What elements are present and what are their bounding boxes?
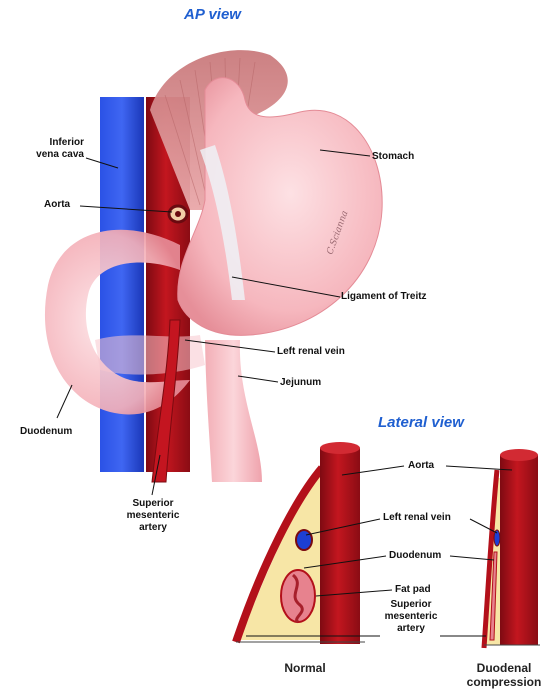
label-ligament-of-treitz: Ligament of Treitz bbox=[341, 291, 427, 303]
label-ivc-line1: Inferior bbox=[20, 137, 84, 149]
ivc-vessel bbox=[100, 97, 144, 472]
label-jejunum: Jejunum bbox=[280, 377, 321, 389]
lateral-view-title: Lateral view bbox=[378, 414, 464, 431]
label-sma-line2: mesenteric bbox=[120, 510, 186, 522]
lat-label-fat-pad: Fat pad bbox=[395, 584, 431, 596]
lat-label-aorta: Aorta bbox=[408, 460, 434, 472]
label-sma-line1: Superior bbox=[120, 498, 186, 510]
jejunum-leader bbox=[238, 376, 278, 382]
lat-label-sma-line3: artery bbox=[380, 623, 442, 635]
normal-aorta bbox=[320, 448, 360, 644]
caption-compression: Duodenal compression bbox=[456, 661, 552, 689]
caption-compression-line1: Duodenal bbox=[456, 661, 552, 675]
label-duodenum: Duodenum bbox=[20, 426, 72, 438]
lat-duodenum-leader-right bbox=[450, 556, 494, 560]
label-left-renal-vein: Left renal vein bbox=[277, 346, 345, 358]
normal-duodenum bbox=[281, 570, 315, 622]
lat-label-sma-line1: Superior bbox=[380, 599, 442, 611]
caption-normal: Normal bbox=[270, 661, 340, 675]
label-stomach: Stomach bbox=[372, 151, 414, 163]
label-ivc: Inferior vena cava bbox=[20, 137, 84, 161]
jejunum-tube bbox=[205, 340, 262, 482]
duodenum-leader bbox=[57, 385, 72, 418]
ap-view-title: AP view bbox=[184, 6, 241, 23]
caption-compression-line2: compression bbox=[456, 675, 552, 689]
lat-label-duodenum: Duodenum bbox=[389, 550, 441, 562]
label-ivc-line2: vena cava bbox=[20, 149, 84, 161]
compressed-aorta bbox=[500, 455, 538, 645]
lat-label-left-renal-vein: Left renal vein bbox=[383, 512, 451, 524]
lat-label-sma-line2: mesenteric bbox=[380, 611, 442, 623]
label-sma: Superior mesenteric artery bbox=[120, 498, 186, 534]
label-aorta: Aorta bbox=[44, 199, 70, 211]
normal-left-renal-vein bbox=[296, 530, 312, 550]
lat-label-sma: Superior mesenteric artery bbox=[380, 599, 442, 635]
label-sma-line3: artery bbox=[120, 522, 186, 534]
